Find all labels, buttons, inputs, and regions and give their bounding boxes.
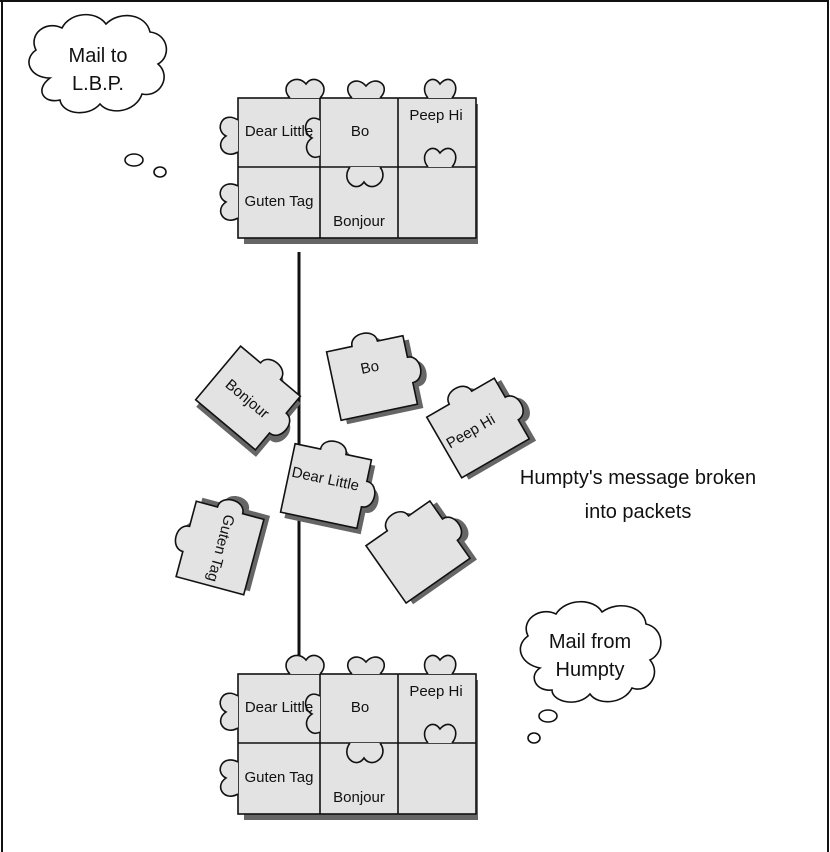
bottom-cell-1: Dear Little: [245, 699, 313, 716]
top-cell-2: Bo: [351, 123, 369, 140]
packet-guten-tag: Guten Tag: [166, 484, 273, 596]
caption-line2: into packets: [585, 501, 692, 523]
receiver-cloud-line1: Mail from: [549, 631, 631, 653]
sender-cloud-line1: Mail to: [69, 45, 128, 67]
thought-cloud-receiver: Mail from Humpty: [520, 602, 660, 743]
bottom-cell-2: Bo: [351, 699, 369, 716]
packet-peep-hi: Peep Hi: [421, 361, 545, 482]
caption-line1: Humpty's message broken: [520, 467, 756, 489]
top-cell-1: Dear Little: [245, 123, 313, 140]
bottom-cell-3: Peep Hi: [409, 683, 462, 700]
packet-dear-little: Dear Little: [280, 433, 389, 536]
top-cell-4: Guten Tag: [245, 193, 314, 210]
thought-cloud-sender: Mail to L.B.P.: [29, 15, 166, 177]
packet-bo: Bo: [324, 322, 433, 425]
bottom-cell-5: Bonjour: [333, 789, 385, 806]
receiver-cloud-line2: Humpty: [556, 659, 625, 681]
top-cell-3: Peep Hi: [409, 107, 462, 124]
sender-cloud-line2: L.B.P.: [72, 73, 124, 95]
assembled-message-top: Dear Little Bo Peep Hi Guten Tag Bonjour: [220, 79, 478, 244]
assembled-message-bottom: Dear Little Bo Peep Hi Guten Tag Bonjour: [220, 655, 478, 820]
top-cell-5: Bonjour: [333, 213, 385, 230]
packet-blank: [360, 483, 486, 607]
bottom-cell-4: Guten Tag: [245, 769, 314, 786]
